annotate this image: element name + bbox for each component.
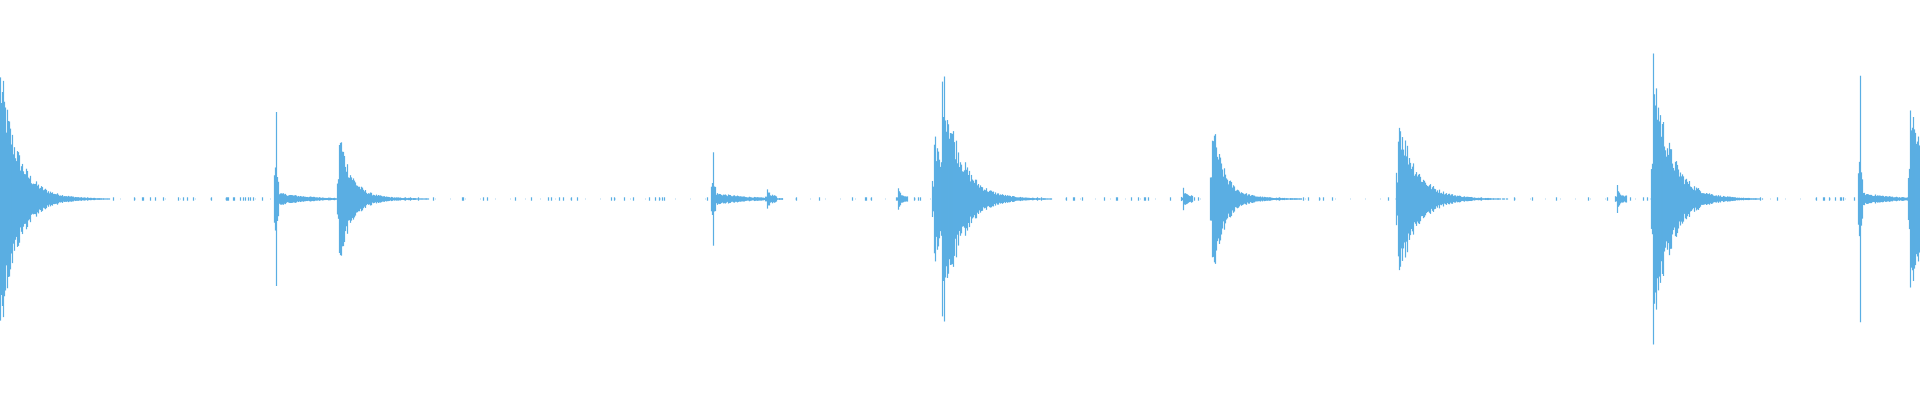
waveform-trace [0,53,1920,345]
